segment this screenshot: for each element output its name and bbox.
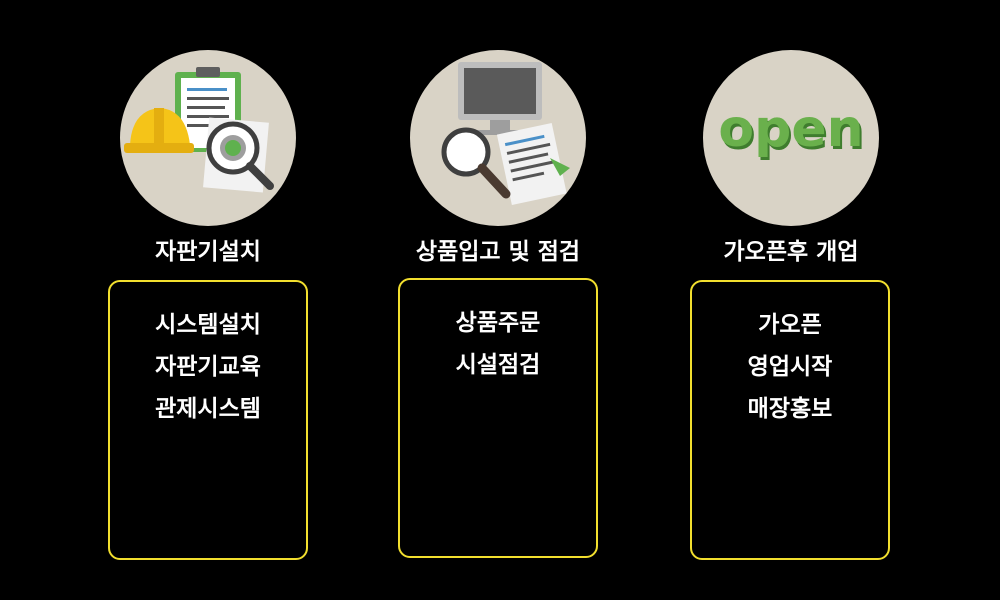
step-2-title: 상품입고 및 점검 [415, 239, 581, 265]
step-3-icon-circle: open open [703, 50, 879, 226]
open-sign-text: open [720, 102, 865, 162]
hardhat-clipboard-certificate-icon [124, 67, 274, 193]
step-3-item-2: 영업시작 [747, 354, 833, 380]
step-1-item-3: 관제시스템 [155, 396, 261, 422]
step-1-item-2: 자판기교육 [155, 354, 261, 380]
open-sign-icon: open open [718, 99, 865, 162]
step-3-item-1: 가오픈 [758, 312, 822, 338]
step-2-icon-circle [410, 50, 586, 226]
step-1-icon-circle [120, 50, 296, 226]
step-3-title: 가오픈후 개업 [723, 239, 859, 265]
monitor-magnifier-document-icon [441, 62, 570, 206]
step-1-title: 자판기설치 [155, 239, 261, 265]
step-2-item-1: 상품주문 [455, 310, 541, 336]
step-3-item-3: 매장홍보 [747, 396, 833, 422]
step-1-box: 시스템설치 자판기교육 관제시스템 [108, 280, 308, 560]
step-2-item-2: 시설점검 [455, 352, 541, 378]
open-sign-text-front: open [718, 99, 863, 159]
step-1-item-1: 시스템설치 [155, 312, 261, 338]
step-2-box: 상품주문 시설점검 [398, 278, 598, 558]
step-3-box: 가오픈 영업시작 매장홍보 [690, 280, 890, 560]
